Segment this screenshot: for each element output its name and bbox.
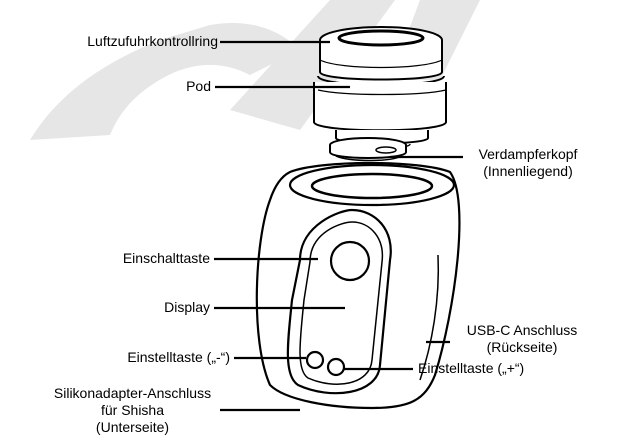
label-adapter-line1: Silikonadapter-Anschluss bbox=[53, 385, 212, 401]
label-vaporizer-line2: (Innenliegend) bbox=[483, 163, 573, 179]
vaporizer-head-part bbox=[329, 137, 407, 162]
label-adapter: Silikonadapter-Anschluss für Shisha (Unt… bbox=[45, 385, 220, 436]
label-pod: Pod bbox=[186, 78, 211, 94]
label-adjust-plus: Einstelltaste („+“) bbox=[418, 360, 525, 376]
label-vaporizer: Verdampferkopf (Innenliegend) bbox=[468, 146, 588, 180]
device-body bbox=[255, 161, 461, 410]
label-usb: USB-C Anschluss (Rückseite) bbox=[452, 322, 592, 356]
leader-lines bbox=[214, 40, 463, 412]
label-adapter-line3: (Unterseite) bbox=[95, 419, 170, 435]
pod-part bbox=[313, 26, 447, 150]
label-usb-line1: USB-C Anschluss bbox=[466, 322, 578, 338]
label-vaporizer-line1: Verdampferkopf bbox=[478, 146, 578, 162]
label-adjust-minus: Einstelltaste („-“) bbox=[127, 349, 230, 365]
label-power-button: Einschalttaste bbox=[122, 250, 210, 266]
label-display: Display bbox=[164, 299, 210, 315]
label-usb-line2: (Rückseite) bbox=[486, 339, 558, 355]
label-adapter-line2: für Shisha bbox=[100, 402, 165, 418]
label-air-ring: Luftzufuhrkontrollring bbox=[87, 33, 218, 49]
